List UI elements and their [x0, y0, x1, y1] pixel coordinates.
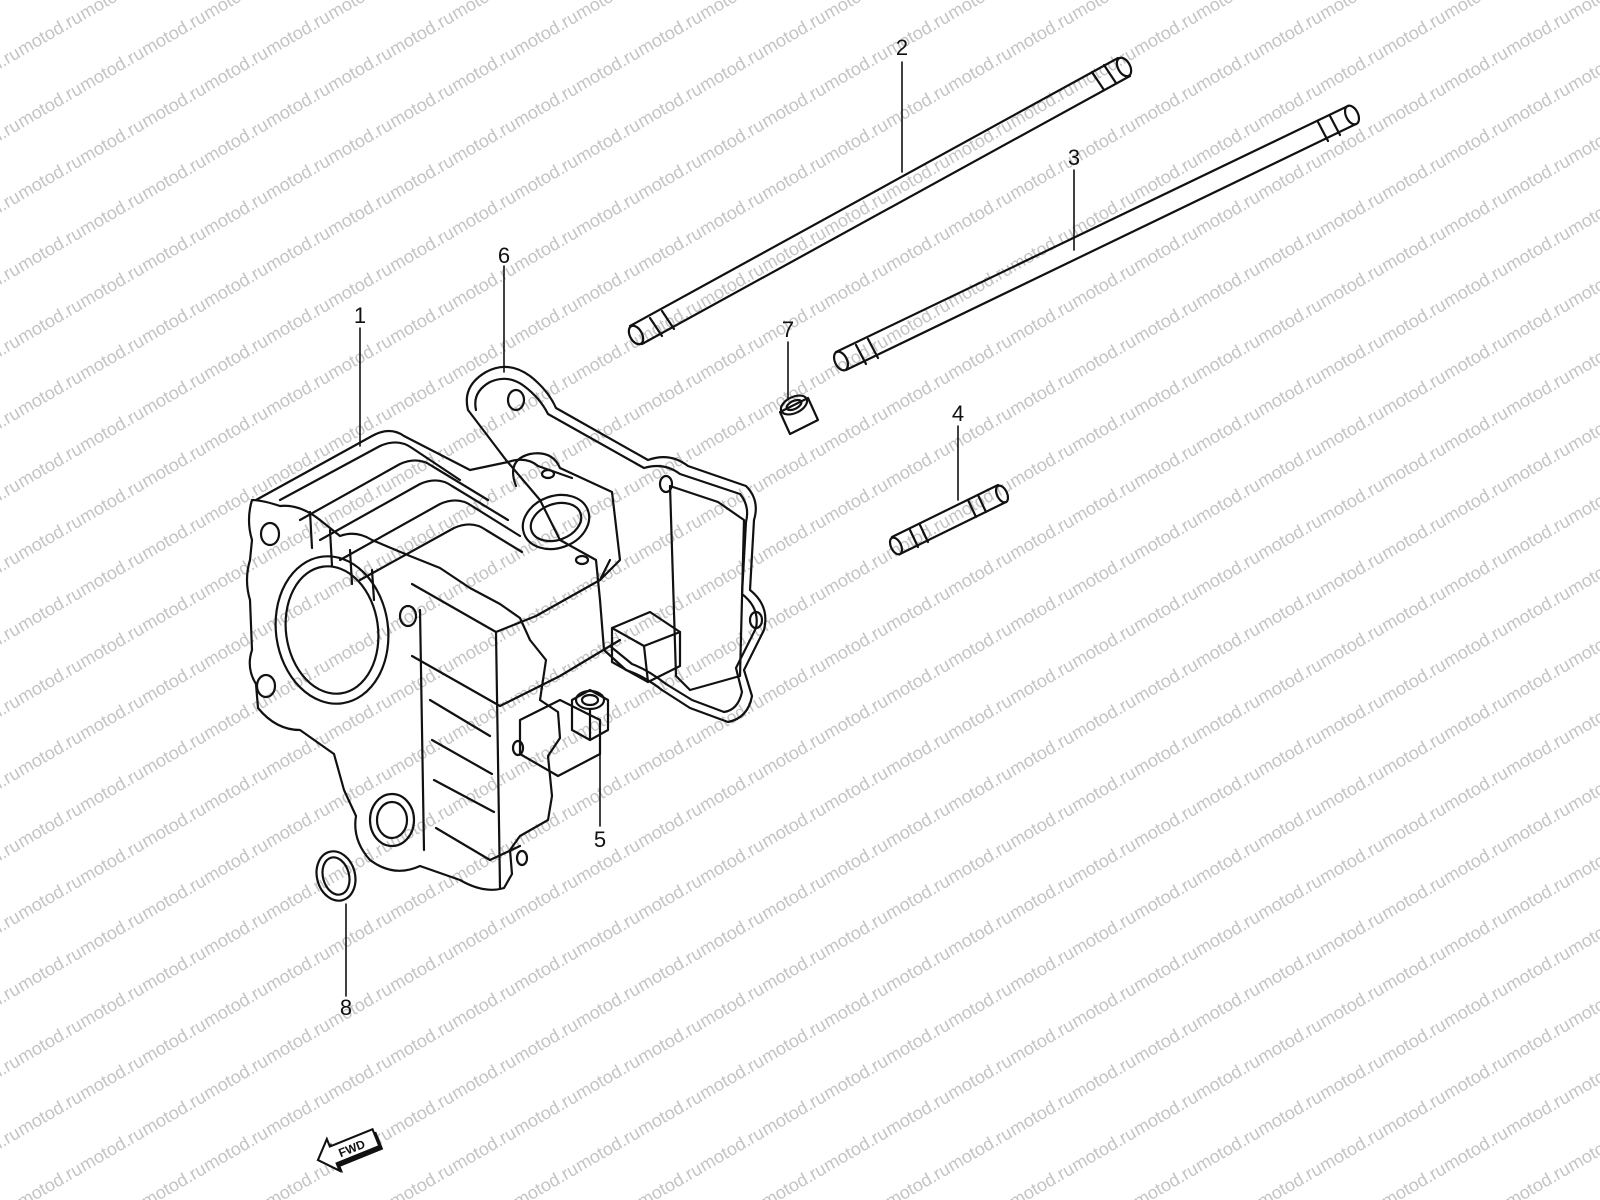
callout-8: 8 [339, 995, 353, 1020]
callout-7: 7 [781, 317, 795, 342]
part-8-o-ring [315, 850, 357, 902]
part-4-short-stud [888, 483, 1010, 556]
part-3-long-stud [832, 104, 1361, 372]
part-6-gasket [465, 365, 767, 724]
callout-3: 3 [1067, 145, 1081, 170]
fwd-arrow-icon: FWD [316, 1128, 384, 1173]
callout-4: 4 [951, 401, 965, 426]
callout-1: 1 [353, 303, 367, 328]
part-1-cylinder [245, 429, 682, 891]
leader-lines [345, 61, 1075, 997]
part-5-nut [570, 688, 610, 742]
callout-6: 6 [497, 243, 511, 268]
callout-2: 2 [895, 35, 909, 60]
part-2-long-stud [627, 56, 1133, 346]
part-7-dowel [778, 394, 820, 436]
callout-5: 5 [593, 827, 607, 852]
